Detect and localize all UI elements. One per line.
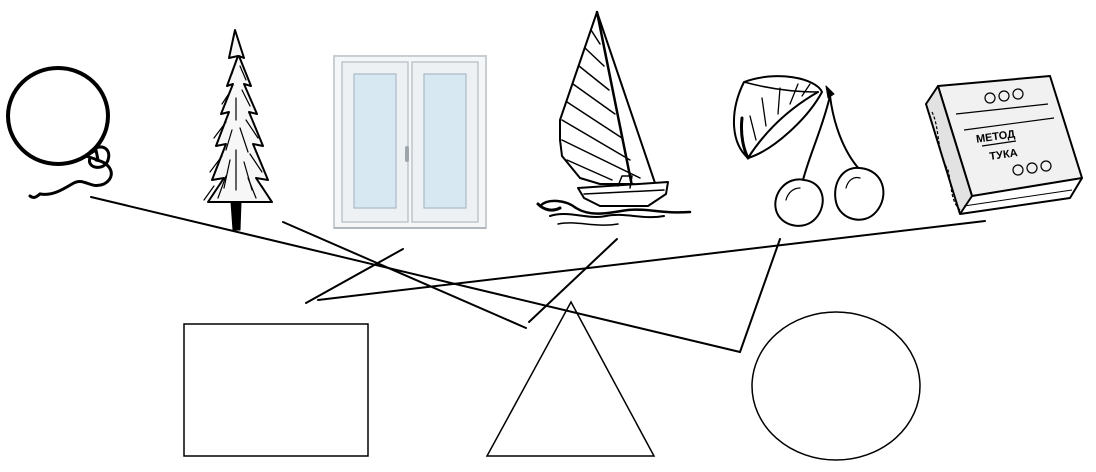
cherries-icon bbox=[733, 75, 885, 227]
connection-line-balloon-circle[interactable] bbox=[90, 196, 741, 353]
fir-tree-picture[interactable] bbox=[203, 29, 273, 231]
connection-line-book-rectangle[interactable] bbox=[317, 220, 986, 301]
sailboat-icon bbox=[536, 10, 692, 226]
sailboat-picture[interactable] bbox=[536, 10, 692, 226]
triangle-shape[interactable] bbox=[485, 300, 656, 457]
fir-tree-icon bbox=[203, 29, 273, 231]
connection-line-window-rectangle[interactable] bbox=[305, 248, 404, 304]
balloon-icon bbox=[6, 66, 113, 199]
connection-line-tree-triangle[interactable] bbox=[282, 221, 527, 329]
book-cover-title-line-2: ТУКА bbox=[989, 147, 1019, 163]
book-picture[interactable]: МЕТОД ТУКА bbox=[925, 75, 1083, 215]
circle-shape[interactable] bbox=[751, 311, 921, 461]
connection-line-sailboat-triangle[interactable] bbox=[528, 238, 618, 323]
rectangle-shape[interactable] bbox=[183, 323, 369, 457]
connection-line-cherries-circle[interactable] bbox=[739, 238, 781, 353]
window-icon bbox=[333, 55, 487, 229]
window-picture[interactable] bbox=[333, 55, 487, 229]
cherries-picture[interactable] bbox=[733, 75, 885, 227]
book-cover-title-line-1: МЕТОД bbox=[975, 128, 1016, 145]
balloon-picture[interactable] bbox=[6, 66, 113, 199]
book-icon: МЕТОД ТУКА bbox=[925, 75, 1083, 215]
